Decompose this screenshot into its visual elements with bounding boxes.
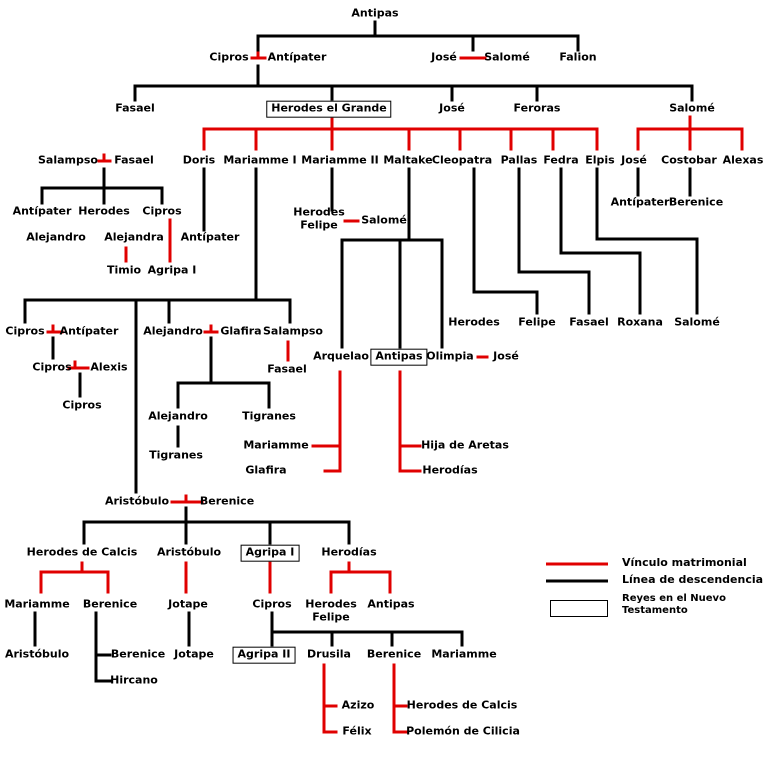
person-berenice: Berenice (82, 597, 138, 611)
person-feroras: Feroras (513, 101, 561, 115)
person-antipater: Antípater (59, 324, 119, 338)
person-hija-de-aretas: Hija de Aretas (421, 438, 509, 452)
person-drusila: Drusila (307, 647, 351, 661)
person-alejandro: Alejandro (26, 230, 86, 244)
person-herodes-felipe: Herodes Felipe (305, 597, 357, 623)
person-antipas: Antipas (367, 597, 415, 611)
person-mariamme-i: Mariamme I (223, 153, 297, 167)
person-cleopatra: Cleopatra (431, 153, 493, 167)
person-fedra: Fedra (543, 153, 579, 167)
person-costobar: Costobar (661, 153, 717, 167)
person-agripa-ii: Agripa II (232, 646, 296, 664)
person-cipros: Cipros (5, 324, 45, 338)
person-cipros: Cipros (62, 398, 102, 412)
person-roxana: Roxana (617, 315, 663, 329)
person-antipater: Antípater (12, 204, 72, 218)
person-azizo: Azizo (341, 698, 375, 712)
person-jose: José (431, 50, 457, 64)
person-alexis: Alexis (90, 360, 128, 374)
person-jotape: Jotape (168, 597, 208, 611)
person-jose: José (439, 101, 465, 115)
person-arquelao: Arquelao (313, 349, 369, 363)
person-antipas: Antipas (351, 6, 399, 20)
person-elpis: Elpis (585, 153, 615, 167)
person-falion: Falion (559, 50, 597, 64)
person-fasael: Fasael (114, 153, 154, 167)
person-fasael: Fasael (569, 315, 609, 329)
legend-swatches (546, 562, 608, 617)
person-mariamme-ii: Mariamme II (301, 153, 379, 167)
person-cipros: Cipros (32, 360, 72, 374)
person-mariamme: Mariamme (4, 597, 70, 611)
person-berenice: Berenice (110, 647, 166, 661)
person-felix: Félix (342, 724, 372, 738)
legend-marriage-label: Vínculo matrimonial (622, 556, 747, 569)
person-tigranes: Tigranes (242, 409, 296, 423)
person-herodias: Herodías (422, 463, 478, 477)
person-agripa-i: Agripa I (240, 544, 300, 562)
person-herodes: Herodes (78, 204, 130, 218)
person-fasael: Fasael (115, 101, 155, 115)
person-salampso: Salampso (38, 153, 98, 167)
person-berenice: Berenice (366, 647, 422, 661)
person-berenice: Berenice (199, 494, 255, 508)
person-cipros: Cipros (209, 50, 249, 64)
person-salome: Salomé (361, 213, 407, 227)
person-jose: José (493, 349, 519, 363)
person-alexas: Alexas (722, 153, 764, 167)
legend-nt-kings-label: Reyes en el Nuevo Testamento (622, 593, 726, 616)
person-hircano: Hircano (110, 673, 158, 687)
person-olimpia: Olimpia (426, 349, 474, 363)
person-salampso: Salampso (263, 324, 323, 338)
person-felipe: Felipe (518, 315, 556, 329)
person-mariamme: Mariamme (431, 647, 497, 661)
person-antipater: Antípater (267, 50, 327, 64)
person-antipater: Antípater (180, 230, 240, 244)
person-agripa-i: Agripa I (147, 263, 197, 277)
person-glafira: Glafira (245, 463, 287, 477)
person-berenice: Berenice (668, 195, 724, 209)
person-tigranes: Tigranes (149, 448, 203, 462)
person-aristobulo: Aristóbulo (4, 647, 70, 661)
person-fasael: Fasael (267, 362, 307, 376)
person-herodes-de-calcis: Herodes de Calcis (26, 545, 138, 559)
person-timio: Timio (106, 263, 142, 277)
person-glafira: Glafira (220, 324, 262, 338)
person-herodes-felipe: Herodes Felipe (293, 205, 345, 231)
person-jotape: Jotape (174, 647, 214, 661)
person-cipros: Cipros (252, 597, 292, 611)
person-salome: Salomé (669, 101, 715, 115)
person-antipater: Antípater (610, 195, 670, 209)
person-aristobulo: Aristóbulo (156, 545, 222, 559)
person-jose: José (621, 153, 647, 167)
person-herodes-el-grande: Herodes el Grande (266, 100, 392, 118)
person-polemon-de-cilicia: Polemón de Cilicia (406, 724, 520, 738)
person-alejandro: Alejandro (148, 409, 208, 423)
person-mariamme: Mariamme (243, 438, 309, 452)
person-herodias: Herodías (321, 545, 377, 559)
person-cipros: Cipros (142, 204, 182, 218)
person-pallas: Pallas (500, 153, 538, 167)
person-alejandra: Alejandra (104, 230, 164, 244)
person-alejandro: Alejandro (143, 324, 203, 338)
person-aristobulo: Aristóbulo (104, 494, 170, 508)
person-doris: Doris (182, 153, 216, 167)
person-herodes: Herodes (448, 315, 500, 329)
nt-kings-swatch (550, 600, 608, 617)
person-salome: Salomé (484, 50, 530, 64)
person-antipas: Antipas (370, 348, 428, 366)
person-maltake: Maltake (383, 153, 433, 167)
person-salome: Salomé (674, 315, 720, 329)
person-herodes-de-calcis: Herodes de Calcis (406, 698, 518, 712)
legend-descent-label: Línea de descendencia (622, 573, 764, 586)
